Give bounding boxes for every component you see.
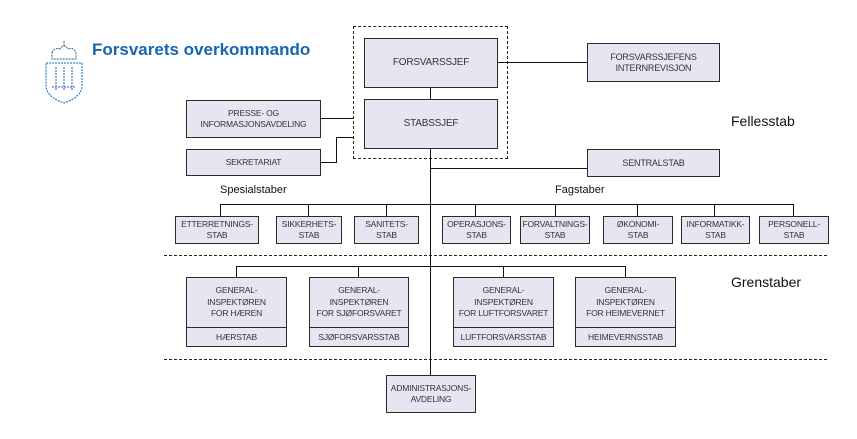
branch-staff-label: HEIMEVERNSSTAB	[588, 332, 663, 342]
section-label-branch-staffs: Grenstaber	[731, 274, 802, 290]
secretariat-box[interactable]: SEKRETARIAT	[186, 149, 321, 176]
central-staff-box[interactable]: SENTRALSTAB	[587, 149, 720, 177]
inspector-general-label: GENERAL- INSPEKTØREN FOR HÆREN	[187, 278, 286, 328]
connector	[320, 162, 336, 163]
connector	[503, 266, 504, 277]
inspector-general-label: GENERAL- INSPEKTØREN FOR LUFTFORSVARET	[454, 278, 553, 328]
branch-staff-box-home-guard[interactable]: GENERAL- INSPEKTØREN FOR HEIMEVERNET HEI…	[575, 277, 676, 347]
internal-audit-box[interactable]: FORSVARSSJEFENS INTERNREVISJON	[587, 43, 720, 82]
section-divider	[164, 255, 827, 256]
functional-staff-box[interactable]: PERSONELL- STAB	[759, 216, 829, 244]
connector	[430, 168, 587, 169]
press-office-box[interactable]: PRESSE- OG INFORMASJONSAVDELING	[186, 100, 321, 138]
connector	[320, 118, 353, 119]
branch-staff-box-navy[interactable]: GENERAL- INSPEKTØREN FOR SJØFORSVARET SJ…	[309, 277, 409, 347]
coat-of-arms-icon	[45, 41, 83, 104]
branch-staff-label: LUFTFORSVARSSTAB	[460, 332, 547, 342]
special-staff-box[interactable]: SIKKERHETS- STAB	[276, 216, 342, 244]
connector	[714, 204, 715, 216]
functional-staff-box[interactable]: INFORMATIKK- STAB	[681, 216, 750, 244]
connector	[336, 137, 353, 138]
org-title: Forsvarets overkommando	[92, 40, 311, 59]
connector	[637, 204, 638, 216]
functional-staff-box[interactable]: ØKONOMI- STAB	[603, 216, 673, 244]
connector	[793, 204, 794, 216]
connector	[475, 204, 476, 216]
connector	[336, 137, 337, 163]
connector	[555, 204, 556, 216]
connector	[497, 62, 587, 63]
connector	[220, 204, 794, 205]
chief-of-staff-box[interactable]: STABSSJEF	[364, 99, 498, 149]
section-label-joint-staff: Fellesstab	[731, 113, 795, 129]
section-label-special-staffs: Spesialstaber	[220, 184, 287, 196]
connector	[625, 266, 626, 277]
branch-staff-box-airforce[interactable]: GENERAL- INSPEKTØREN FOR LUFTFORSVARET L…	[453, 277, 554, 347]
branch-staff-label: HÆRSTAB	[216, 332, 257, 342]
inspector-general-label: GENERAL- INSPEKTØREN FOR SJØFORSVARET	[310, 278, 408, 328]
section-label-functional-staffs: Fagstaber	[555, 184, 605, 196]
special-staff-box[interactable]: SANITETS- STAB	[354, 216, 419, 244]
branch-staff-label: SJØFORSVARSSTAB	[318, 332, 400, 342]
connector	[386, 204, 387, 216]
functional-staff-box[interactable]: OPERASJONS- STAB	[442, 216, 511, 244]
inspector-general-label: GENERAL- INSPEKTØREN FOR HEIMEVERNET	[576, 278, 675, 328]
connector	[430, 87, 431, 99]
connector	[220, 204, 221, 216]
chief-of-defence-box[interactable]: FORSVARSSJEF	[364, 38, 498, 88]
connector	[308, 204, 309, 216]
branch-staff-box-army[interactable]: GENERAL- INSPEKTØREN FOR HÆREN HÆRSTAB	[186, 277, 287, 347]
main-trunk	[430, 148, 431, 375]
section-divider	[164, 359, 827, 360]
connector	[236, 266, 237, 277]
special-staff-box[interactable]: ETTERRETNINGS- STAB	[175, 216, 259, 244]
connector	[236, 266, 626, 267]
functional-staff-box[interactable]: FORVALTNINGS- STAB	[520, 216, 590, 244]
administration-box[interactable]: ADMINISTRASJONS- AVDELING	[386, 375, 476, 413]
connector	[358, 266, 359, 277]
